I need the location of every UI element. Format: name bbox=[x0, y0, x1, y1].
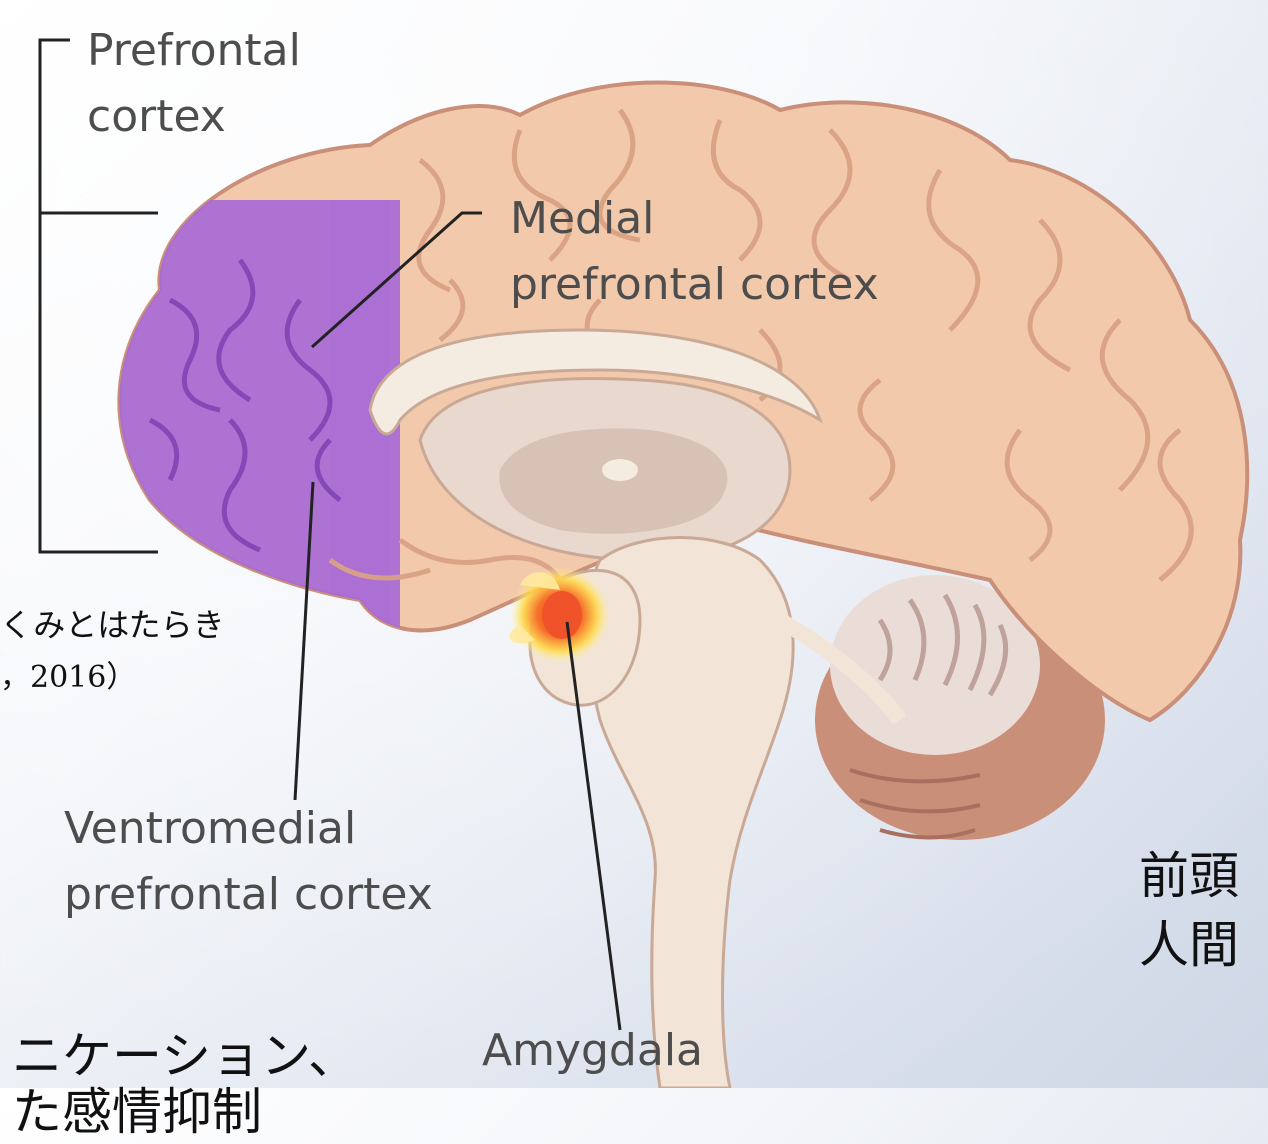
brain-diagram: Prefrontal cortex Medial prefrontal cort… bbox=[0, 0, 1268, 1088]
label-ventromedial-line2: prefrontal cortex bbox=[64, 866, 433, 924]
right-heading-line1: 前頭 bbox=[1139, 836, 1239, 908]
label-medial-line2: prefrontal cortex bbox=[510, 256, 879, 314]
label-medial-line1: Medial bbox=[510, 190, 654, 248]
right-heading-line2: 人間 bbox=[1139, 905, 1239, 977]
caption-source-line2: ，2016） bbox=[0, 652, 136, 696]
caption-source-line1: くみとはたらき bbox=[0, 600, 225, 646]
label-amygdala: Amygdala bbox=[482, 1022, 703, 1080]
label-prefrontal-line1: Prefrontal bbox=[87, 22, 301, 80]
label-ventromedial-line1: Ventromedial bbox=[64, 800, 356, 858]
label-prefrontal-line2: cortex bbox=[87, 88, 226, 146]
brain-illustration bbox=[0, 0, 1268, 1088]
bottom-text-line2: た感情抑制 bbox=[12, 1072, 262, 1144]
amygdala bbox=[509, 567, 610, 663]
